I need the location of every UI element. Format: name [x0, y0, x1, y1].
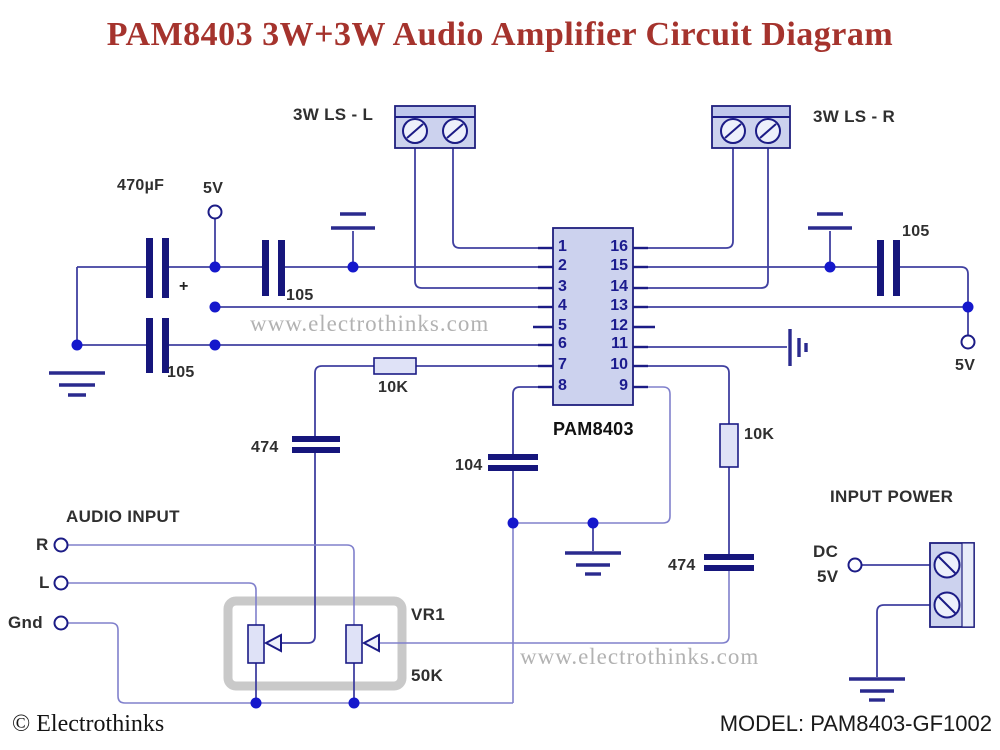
res-10k-right-label: 10K [744, 426, 775, 443]
terminal-dc-5v [847, 557, 863, 573]
ic-pin-13: 13 [610, 297, 628, 314]
pot-right-wiper-arrow [361, 633, 380, 653]
cap-474-left-label: 474 [251, 439, 279, 456]
wires [68, 148, 969, 704]
ic-name-label: PAM8403 [553, 419, 634, 439]
resistor-10k-right-icon [719, 423, 739, 468]
capacitors [146, 238, 900, 571]
ic-pin-5: 5 [558, 317, 567, 334]
cap-470uf-plus-label: + [179, 278, 189, 295]
cap-470uf-label: 470µF [117, 177, 165, 194]
cap-105-bottom-left-label: 105 [167, 364, 195, 381]
cap-474-left-icon [292, 436, 340, 453]
dc-voltage-label: 5V [817, 567, 839, 586]
terminal-audio-gnd [53, 615, 69, 631]
cap-105-right-label: 105 [902, 223, 930, 240]
resistor-10k-left-icon [373, 357, 417, 375]
page-title: PAM8403 3W+3W Audio Amplifier Circuit Di… [106, 16, 894, 53]
terminal-audio-r [53, 537, 69, 553]
wire-pin9-loop [513, 386, 671, 524]
wire-cap474r-to-wiper [380, 571, 730, 644]
cap-474-right-label: 474 [668, 557, 696, 574]
ground-power-icon [849, 677, 905, 702]
ic-pin-16: 16 [610, 238, 628, 255]
wire-audio-r [68, 544, 355, 625]
potentiometer-left-icon [247, 624, 282, 664]
wire-res-to-cap474l [314, 365, 374, 436]
audio-gnd-label: Gnd [8, 613, 43, 632]
terminal-audio-l [53, 575, 69, 591]
cap-105-top-left-label: 105 [286, 287, 314, 304]
wire-audio-gnd-rail [68, 622, 513, 704]
audio-l-label: L [39, 573, 50, 592]
pot-left-wiper-arrow [263, 633, 282, 653]
wire-pin8-to-cap104 [512, 386, 553, 454]
ic-pin-7: 7 [558, 356, 567, 373]
cap-474-right-icon [704, 554, 754, 571]
ic-pin-15: 15 [610, 257, 628, 274]
ic-pin-stubs [533, 246, 655, 389]
terminal-5v-right [960, 334, 976, 350]
wire-cap105r-to-5v [900, 266, 969, 336]
speaker-right-label: 3W LS - R [813, 107, 896, 126]
wire-dc-gnd [876, 604, 930, 677]
dc-label: DC [813, 542, 839, 561]
wire-pin14-to-spkr [633, 148, 769, 289]
input-power-heading: INPUT POWER [830, 487, 954, 506]
ic-pam8403 [533, 227, 655, 406]
cap-105-bottom-left-icon [146, 318, 169, 373]
ic-body [552, 227, 634, 406]
ground-top-left-icon [331, 212, 375, 230]
cap-104-icon [488, 454, 538, 471]
ic-pin-11: 11 [611, 335, 628, 352]
ic-pin-14: 14 [610, 278, 628, 295]
speaker-terminal-right [711, 105, 791, 149]
wire-pin16-to-spkr [633, 148, 734, 249]
ground-left-icon [49, 371, 105, 397]
ic-pin-3: 3 [558, 278, 567, 295]
ic-pin-6: 6 [558, 335, 567, 352]
terminal-5v-top [207, 204, 223, 220]
audio-r-label: R [36, 535, 49, 554]
cap-470uf-icon [146, 238, 169, 298]
wire-cap474l-to-wiper [281, 453, 316, 644]
ic-pin-2: 2 [558, 257, 567, 274]
wire-spkl-to-pin3 [414, 148, 553, 289]
ic-pin-10: 10 [610, 356, 628, 373]
ic-pin-12: 12 [610, 317, 628, 334]
ground-center-icon [565, 551, 621, 576]
cap-105-top-left-icon [262, 240, 285, 296]
wire-spkl-to-pin1 [452, 148, 553, 249]
watermark-bottom: www.electrothinks.com [520, 644, 760, 669]
model-text: MODEL: PAM8403-GF1002 [719, 711, 992, 736]
junction-dots [71, 261, 974, 709]
wire-audio-l [68, 582, 257, 625]
copyright-text: © Electrothinks [12, 711, 165, 737]
ic-pin-8: 8 [558, 377, 567, 394]
speaker-left-label: 3W LS - L [293, 105, 374, 124]
ic-pin-1: 1 [558, 238, 567, 255]
res-10k-left-label: 10K [378, 379, 409, 396]
speaker-terminal-left [394, 105, 476, 149]
power-terminal-block [929, 542, 975, 628]
cap-105-right-icon [877, 240, 900, 296]
audio-input-heading: AUDIO INPUT [66, 507, 180, 526]
supply-5v-top-label: 5V [203, 180, 224, 197]
open-terminals [53, 204, 976, 631]
ground-pin11-icon [788, 329, 808, 366]
potentiometer-right-icon [345, 624, 380, 664]
cap-104-label: 104 [455, 457, 483, 474]
supply-5v-right-label: 5V [955, 357, 976, 374]
ground-top-right-icon [808, 212, 852, 230]
vr1-value-label: 50K [411, 666, 444, 685]
ic-pin-4: 4 [558, 297, 567, 314]
ic-pin-9: 9 [619, 377, 628, 394]
watermark-center: www.electrothinks.com [250, 311, 490, 336]
ground-symbols [49, 212, 905, 702]
vr1-label: VR1 [411, 605, 445, 624]
wire-pin10-to-res [633, 365, 730, 424]
